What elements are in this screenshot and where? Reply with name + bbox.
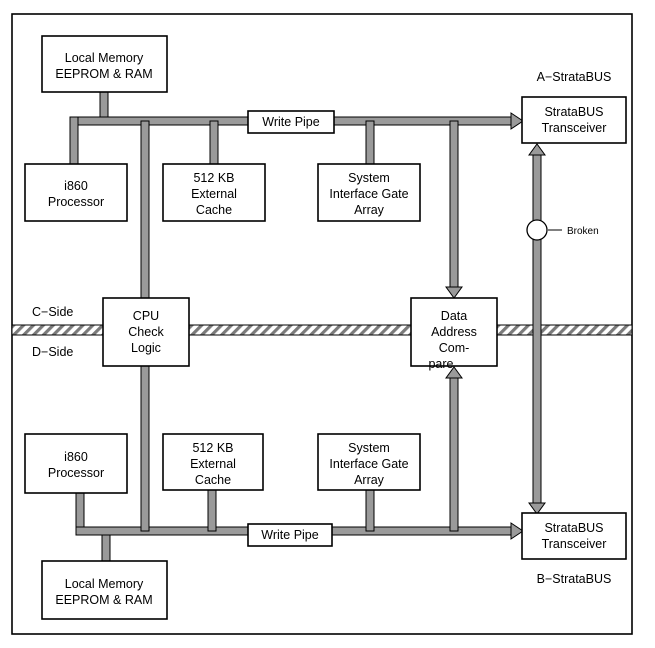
sga-bottom-line-1: System — [348, 441, 390, 455]
sga-top-line-2: Interface Gate — [329, 187, 408, 201]
compare-line-4: pare — [428, 357, 453, 371]
transceiver-link-arrow-down — [528, 502, 546, 515]
cache-top-line-3: Cache — [196, 203, 232, 217]
local-memory-bottom: Local Memory EEPROM & RAM — [41, 560, 168, 620]
sga-top-line-1: System — [348, 171, 390, 185]
cpu-check-up-line — [140, 120, 150, 299]
stratabus-transceiver-top: StrataBUS Transceiver — [521, 96, 627, 144]
local-memory-bottom-line-1: Local Memory — [65, 577, 144, 591]
i860-bottom-line-1: i860 — [64, 450, 88, 464]
outer-frame — [11, 13, 633, 635]
data-address-compare: Data Address Com- pare — [410, 297, 498, 371]
cache-bottom-line-1: 512 KB — [192, 441, 233, 455]
transceiver-link-line — [532, 153, 542, 505]
i860-top-line-2: Processor — [48, 195, 104, 209]
local-memory-top-line-2: EEPROM & RAM — [55, 67, 152, 81]
local-memory-top: Local Memory EEPROM & RAM — [41, 35, 168, 93]
d-side-label: D−Side — [32, 345, 73, 359]
write-pipe-top-label: Write Pipe — [262, 115, 319, 129]
system-interface-gate-array-bottom: System Interface Gate Array — [317, 433, 421, 491]
bottom-cache-drop — [207, 489, 217, 532]
transceiver-top-line-2: Transceiver — [542, 121, 607, 135]
top-i860-drop — [69, 116, 79, 165]
i860-processor-top: i860 Processor — [24, 163, 128, 222]
transceiver-bottom-line-1: StrataBUS — [544, 521, 603, 535]
compare-up-line — [449, 376, 459, 532]
side-divider — [11, 324, 633, 336]
write-pipe-bottom: Write Pipe — [247, 523, 333, 547]
local-memory-bottom-line-2: EEPROM & RAM — [55, 593, 152, 607]
cache-bottom-line-2: External — [190, 457, 236, 471]
write-pipe-bottom-label: Write Pipe — [261, 528, 318, 542]
compare-up-arrow — [445, 366, 463, 379]
cpu-check-line-1: CPU — [133, 309, 159, 323]
i860-top-line-1: i860 — [64, 179, 88, 193]
compare-down-arrow — [445, 286, 463, 299]
broken-label: Broken — [567, 226, 599, 237]
cache-top-line-1: 512 KB — [193, 171, 234, 185]
transceiver-link: Broken — [526, 143, 599, 515]
c-side-label: C−Side — [32, 305, 73, 319]
broken-indicator — [526, 219, 548, 241]
top-mem-drop — [99, 91, 109, 118]
cache-top-line-2: External — [191, 187, 237, 201]
stratabus-transceiver-bottom: StrataBUS Transceiver — [521, 512, 627, 560]
write-pipe-top: Write Pipe — [247, 110, 335, 134]
i860-processor-bottom: i860 Processor — [24, 433, 128, 494]
b-stratabus-label: B−StrataBUS — [537, 572, 612, 586]
bottom-mem-drop — [101, 534, 111, 562]
cache-bottom-line-3: Cache — [195, 473, 231, 487]
sga-bottom-line-3: Array — [354, 473, 385, 487]
cpu-check-down-line — [140, 365, 150, 532]
cpu-check-line-2: Check — [128, 325, 164, 339]
compare-line-1: Data — [441, 309, 467, 323]
compare-line-2: Address — [431, 325, 477, 339]
compare-line-3: Com- — [439, 341, 470, 355]
cpu-check-line-3: Logic — [131, 341, 161, 355]
cpu-check-logic: CPU Check Logic — [102, 297, 190, 367]
top-cache-drop — [209, 120, 219, 165]
transceiver-bottom-line-2: Transceiver — [542, 537, 607, 551]
top-main-bus-arrow — [510, 112, 524, 130]
external-cache-top: 512 KB External Cache — [162, 163, 266, 222]
transceiver-link-arrow-up — [528, 143, 546, 156]
transceiver-top-line-1: StrataBUS — [544, 105, 603, 119]
bottom-main-bus-arrow — [510, 522, 524, 540]
local-memory-top-line-1: Local Memory — [65, 51, 144, 65]
sga-bottom-line-2: Interface Gate — [329, 457, 408, 471]
sga-top-line-3: Array — [354, 203, 385, 217]
bottom-sga-drop — [365, 489, 375, 532]
top-sga-drop — [365, 120, 375, 165]
system-interface-gate-array-top: System Interface Gate Array — [317, 163, 421, 222]
i860-bottom-line-2: Processor — [48, 466, 104, 480]
a-stratabus-label: A−StrataBUS — [537, 70, 612, 84]
external-cache-bottom: 512 KB External Cache — [162, 433, 264, 491]
compare-down-line — [449, 120, 459, 289]
